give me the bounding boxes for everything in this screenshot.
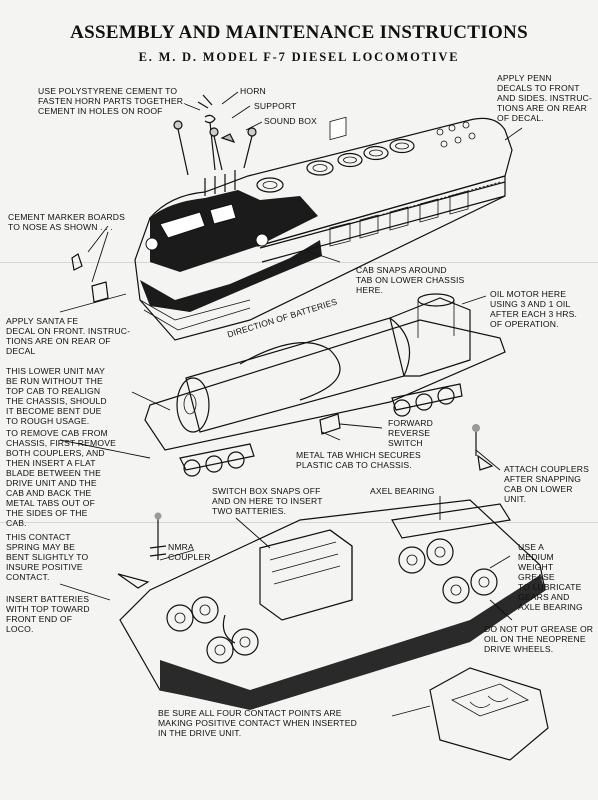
nmra-coupler-label: NMRA COUPLER [168,542,211,562]
sound-box-label: SOUND BOX [264,116,317,126]
marker-boards-note: CEMENT MARKER BOARDS TO NOSE AS SHOWN . … [8,212,125,232]
drive-unit-drawing [117,499,549,761]
contact-spring-note: THIS CONTACT SPRING MAY BE BENT SLIGHTLY… [6,532,89,582]
leader-lines [59,91,523,717]
axel-bearing-label: AXEL BEARING [370,486,435,496]
penn-decals-note: APPLY PENN DECALS TO FRONT AND SIDES. IN… [497,73,593,123]
metal-tab-note: METAL TAB WHICH SECURES PLASTIC CAB TO C… [296,450,421,470]
remove-cab-note: TO REMOVE CAB FROM CHASSIS, FIRST REMOVE… [6,428,116,528]
page-subtitle: E. M. D. MODEL F-7 DIESEL LOCOMOTIVE [138,50,460,64]
forward-reverse-switch-note: FORWARD REVERSE SWITCH [388,418,433,448]
locomotive-cab-drawing [71,94,513,341]
grease-note: USE A MEDIUM WEIGHT GREASE TO LUBRICATE … [518,542,583,612]
page-title: ASSEMBLY AND MAINTENANCE INSTRUCTIONS [70,22,528,43]
fold-line [0,522,598,523]
contact-points-note: BE SURE ALL FOUR CONTACT POINTS ARE MAKI… [158,708,357,738]
insert-batteries-note: INSERT BATTERIES WITH TOP TOWARD FRONT E… [6,594,90,634]
polystyrene-note: USE POLYSTYRENE CEMENT TO FASTEN HORN PA… [38,86,186,116]
switch-box-note: SWITCH BOX SNAPS OFF AND ON HERE TO INSE… [212,486,323,516]
oil-motor-note: OIL MOTOR HERE USING 3 AND 1 OIL AFTER E… [490,289,578,329]
cab-snaps-note: CAB SNAPS AROUND TAB ON LOWER CHASSIS HE… [356,265,465,295]
lower-unit-note: THIS LOWER UNIT MAY BE RUN WITHOUT THE T… [6,366,107,426]
horn-label: HORN [240,86,266,96]
no-grease-note: DO NOT PUT GREASE OR OIL ON THE NEOPRENE… [484,624,594,654]
attach-couplers-note: ATTACH COUPLERS AFTER SNAPPING CAB ON LO… [504,464,590,504]
support-label: SUPPORT [254,101,297,111]
santa-fe-note: APPLY SANTA FE DECAL ON FRONT. INSTRUC- … [6,316,131,356]
battery-chassis-drawing [144,293,506,477]
